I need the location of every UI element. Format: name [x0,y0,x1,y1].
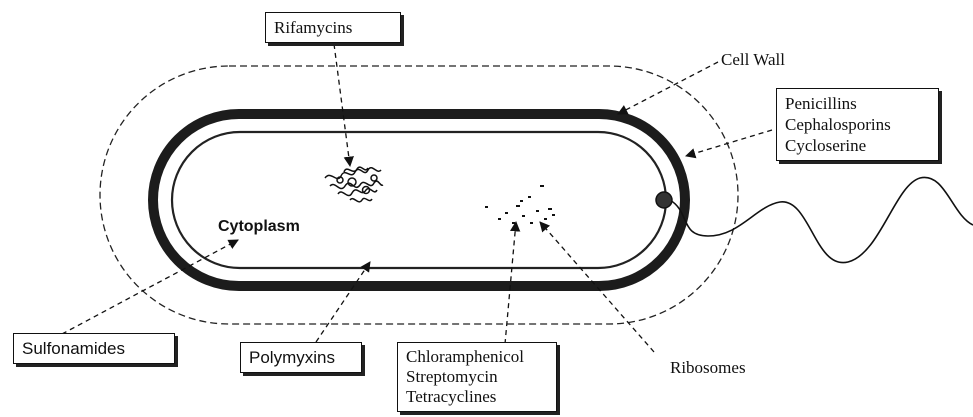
arrow-sulfonamides [62,240,238,334]
rifamycins-box: Rifamycins [265,12,401,43]
tetracyclines-label: Tetracyclines [406,387,548,407]
arrow-polymyxins [316,262,370,342]
cell-wall-label: Cell Wall [721,50,785,70]
ribosomes-cluster [485,185,555,224]
arrow-rifamycins [334,44,350,166]
cytoplasm-label: Cytoplasm [218,218,300,236]
cephalosporins-label: Cephalosporins [785,114,930,135]
cell-membrane [172,132,666,268]
ribosome-drugs-box: Chloramphenicol Streptomycin Tetracyclin… [397,342,557,412]
flagellum [670,177,973,262]
arrow-penicillins [686,130,772,156]
polymyxins-box: Polymyxins [240,342,362,373]
ribosomes-label: Ribosomes [670,358,746,378]
cell-wall-drugs-box: Penicillins Cephalosporins Cycloserine [776,88,939,161]
cell-wall [153,114,685,286]
penicillins-label: Penicillins [785,93,930,114]
streptomycin-label: Streptomycin [406,367,548,387]
polymyxins-label: Polymyxins [249,347,353,368]
sulfonamides-box: Sulfonamides [13,333,175,364]
sulfonamides-label: Sulfonamides [22,338,166,359]
rifamycins-label: Rifamycins [274,17,392,38]
chloramphenicol-label: Chloramphenicol [406,347,548,367]
dna-nucleoid [325,167,383,202]
cycloserine-label: Cycloserine [785,135,930,156]
flagellum-basal-body [656,192,672,208]
